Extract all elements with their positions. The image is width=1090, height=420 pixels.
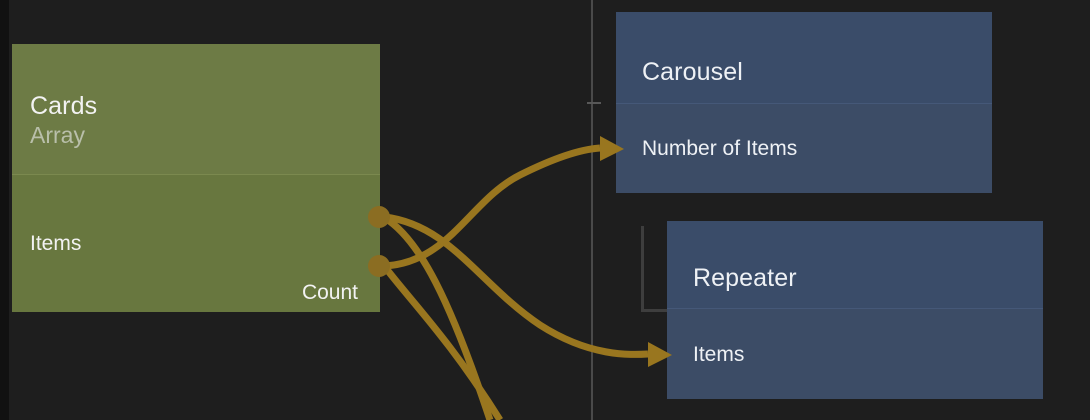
node-carousel-title: Carousel <box>642 57 743 86</box>
left-gutter <box>0 0 9 420</box>
node-repeater-body: Items <box>667 308 1043 399</box>
wire-items-to-repeater[interactable] <box>384 213 649 358</box>
wire-count-to-offscreen[interactable] <box>382 264 503 420</box>
node-repeater-divider <box>667 308 1043 309</box>
guide-tick-mark <box>587 102 601 104</box>
wire-count-to-carousel[interactable] <box>384 144 601 270</box>
wire-items-to-offscreen[interactable] <box>383 215 494 420</box>
node-carousel[interactable]: Carousel Number of Items <box>616 12 992 193</box>
node-cards-body: Items Count <box>12 174 380 312</box>
node-carousel-divider <box>616 103 992 104</box>
node-carousel-header[interactable]: Carousel <box>616 12 992 103</box>
node-repeater[interactable]: Repeater Items <box>667 221 1043 399</box>
node-cards-title: Cards <box>30 92 98 120</box>
node-carousel-body: Number of Items <box>616 103 992 193</box>
node-cards-field-items[interactable]: Items <box>30 232 82 255</box>
node-repeater-header[interactable]: Repeater <box>667 221 1043 308</box>
node-cards-divider <box>12 174 380 175</box>
vertical-guide-line <box>591 0 593 420</box>
node-cards-field-count[interactable]: Count <box>301 281 358 304</box>
group-bracket <box>641 226 670 312</box>
node-cards-header[interactable]: Cards Array <box>12 44 380 174</box>
node-cards-subtitle: Array <box>30 122 85 148</box>
node-carousel-field-number-of-items[interactable]: Number of Items <box>642 137 798 160</box>
node-repeater-title: Repeater <box>693 263 797 292</box>
node-repeater-field-items[interactable]: Items <box>693 343 745 366</box>
node-cards[interactable]: Cards Array Items Count <box>12 44 380 312</box>
